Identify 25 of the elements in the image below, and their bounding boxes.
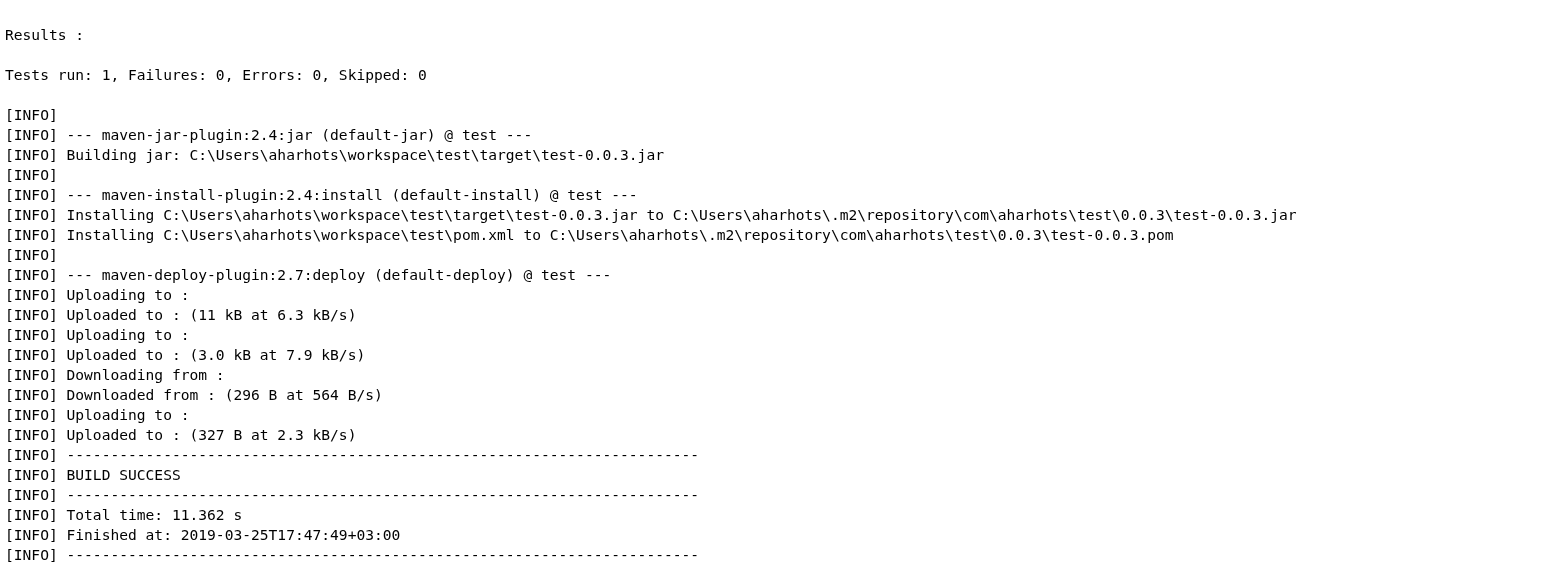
log-line: [INFO] Total time: 11.362 s	[5, 505, 243, 525]
log-line: [INFO] Downloaded from : (296 B at 564 B/s)	[5, 385, 383, 405]
log-line: [INFO] Building jar: C:\Users\aharhots\workspace\test\target\test-0.0.3.jar	[5, 145, 664, 165]
log-line: Results :	[5, 25, 85, 45]
log-line: [INFO]	[5, 165, 58, 185]
log-line: [INFO]	[5, 105, 58, 125]
log-line: Tests run: 1, Failures: 0, Errors: 0, Skipped: 0	[5, 65, 427, 85]
log-line: [INFO] Uploading to :	[5, 405, 190, 425]
log-line: [INFO]	[5, 245, 58, 265]
log-line: [INFO] ------------------------------------------------------------------------	[5, 445, 700, 465]
log-line: [INFO] BUILD SUCCESS	[5, 465, 181, 485]
log-line: [INFO] Finished at: 2019-03-25T17:47:49+03:00	[5, 525, 401, 545]
log-line: [INFO] Uploading to :	[5, 325, 190, 345]
log-line: [INFO] ------------------------------------------------------------------------	[5, 545, 700, 565]
log-line: [INFO] --- maven-install-plugin:2.4:install (default-install) @ test ---	[5, 185, 638, 205]
log-line: [INFO] Uploaded to : (327 B at 2.3 kB/s)	[5, 425, 357, 445]
log-line: [INFO] Installing C:\Users\aharhots\workspace\test\target\test-0.0.3.jar to C:\Users\aharhots\.m2\repository\com\aharhots\test\0.0.3\test-0.0.3.jar	[5, 205, 1297, 225]
log-line: [INFO] ------------------------------------------------------------------------	[5, 485, 700, 505]
log-line: [INFO] Uploaded to : (11 kB at 6.3 kB/s)	[5, 305, 357, 325]
log-line: [INFO] Uploading to :	[5, 285, 190, 305]
log-line: [INFO] Uploaded to : (3.0 kB at 7.9 kB/s)	[5, 345, 366, 365]
log-line: [INFO] --- maven-deploy-plugin:2.7:deploy (default-deploy) @ test ---	[5, 265, 612, 285]
log-line: [INFO] --- maven-jar-plugin:2.4:jar (default-jar) @ test ---	[5, 125, 533, 145]
log-line: [INFO] Installing C:\Users\aharhots\workspace\test\pom.xml to C:\Users\aharhots\.m2\repository\com\aharhots\test\0.0.3\test-0.0.3.pom	[5, 225, 1174, 245]
log-line: [INFO] Downloading from :	[5, 365, 225, 385]
